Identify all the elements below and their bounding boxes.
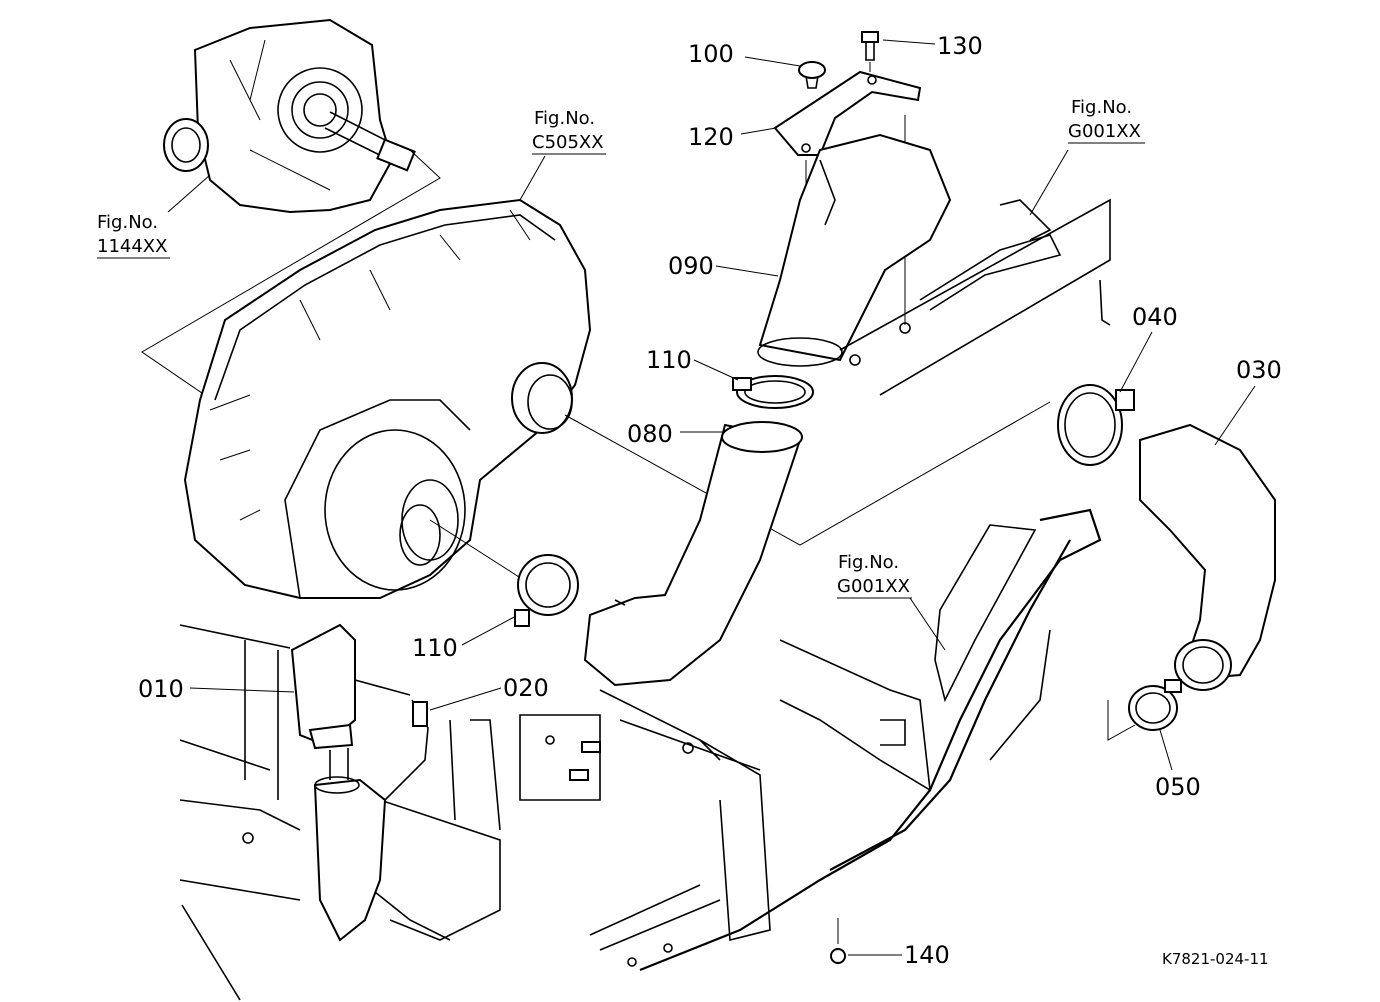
callout-leader-120 [740,127,777,135]
clamp-040 [1057,384,1135,466]
clamp-050 [1128,679,1182,731]
figure-ref-title: Fig.No. [97,212,158,233]
leader-line [1107,700,1136,741]
callout-leader-020 [429,687,502,711]
part-label-110-upper: 110 [646,346,692,374]
figure-ref-title: Fig.No. [534,108,595,129]
bolt-130 [861,31,879,61]
part-label-120: 120 [688,123,734,151]
callout-leader-030 [1214,385,1256,446]
clamp-110-upper [732,375,814,409]
callout-leader-110-upper [693,359,739,381]
leader-line [141,149,441,403]
leader-line [1029,149,1069,216]
part-label-050: 050 [1155,773,1201,801]
figure-ref-1144XX: Fig.No. 1144XX [97,212,170,259]
pipe-080 [583,421,803,687]
transmission-housing [163,18,416,214]
pipe-010 [290,623,387,942]
figure-ref-code: C505XX [532,132,604,153]
duct-090 [757,133,952,367]
callout-leader-110-lower [461,615,517,646]
part-label-020: 020 [503,674,549,702]
belt-cover [183,198,592,599]
figure-ref-code: G001XX [837,576,910,597]
chassis-frame [589,508,1102,972]
spring-020 [354,679,429,801]
figure-ref-code: G001XX [1068,121,1141,142]
figure-ref-G001XX-lower: Fig.No. G001XX [837,552,912,599]
hose-030 [1139,423,1276,691]
part-label-090: 090 [668,252,714,280]
part-label-030: 030 [1236,356,1282,384]
part-label-140: 140 [904,941,950,969]
bracket-120 [773,70,922,156]
leader-line [909,597,946,651]
clamp-110-lower [514,554,579,627]
callout-leader-010 [189,687,295,693]
figure-ref-code: 1144XX [97,236,167,257]
part-label-110-lower: 110 [412,634,458,662]
leader-line [564,401,1051,546]
figure-ref-title: Fig.No. [1071,97,1132,118]
callout-leader-040 [1119,331,1153,393]
nut-140 [830,918,846,964]
figure-ref-title: Fig.No. [838,552,899,573]
part-label-130: 130 [937,32,983,60]
lower-left-frame [179,624,601,1001]
figure-ref-C505XX: Fig.No. C505XX [519,108,606,201]
part-label-080: 080 [627,420,673,448]
callout-leader-130 [882,39,936,45]
leader-line [167,174,211,213]
bolts-lower [569,741,601,781]
drawing-code: K7821-024-11 [1162,950,1269,968]
frame-upper-right [839,198,1111,396]
plug-100 [798,61,826,89]
callout-leader-100 [744,56,801,67]
figure-ref-G001XX-upper: Fig.No. G001XX [1068,97,1145,144]
part-label-040: 040 [1132,303,1178,331]
callout-leader-090 [715,265,779,277]
part-label-010: 010 [138,675,184,703]
part-label-100: 100 [688,40,734,68]
callout-leader-050 [1159,729,1173,771]
